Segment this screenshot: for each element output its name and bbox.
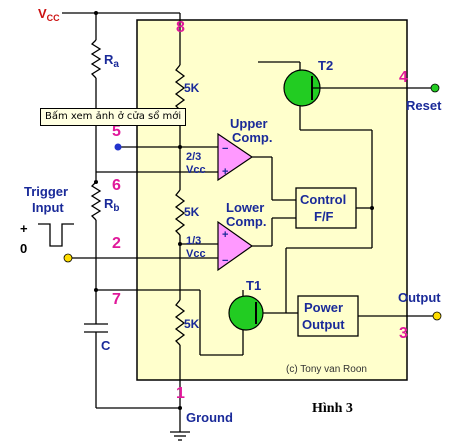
pin-2-label: 2 <box>112 235 121 252</box>
lower-comp-label-1: Lower <box>226 200 264 215</box>
upper-comp-label-1: Upper <box>230 116 268 131</box>
pin-4-label: 4 <box>399 69 408 86</box>
divider-r3-label: 5K <box>184 317 200 331</box>
upper-ref-label-1: 2/3 <box>186 151 201 163</box>
power-output-label-2: Output <box>302 317 345 332</box>
trigger-zero: 0 <box>20 241 27 256</box>
control-label-1: Control <box>300 192 346 207</box>
pin2-terminal <box>63 253 73 263</box>
open-image-tooltip[interactable]: Bấm xem ảnh ở cửa sổ mới <box>40 108 187 126</box>
svg-text:+: + <box>222 229 228 241</box>
t1-label: T1 <box>246 278 261 293</box>
power-output-label-1: Power <box>304 300 343 315</box>
pin-6-label: 6 <box>112 177 121 194</box>
pin-8-label: 8 <box>176 19 185 36</box>
output-terminal <box>432 311 442 321</box>
control-label-2: F/F <box>314 209 334 224</box>
ra-label: Ra <box>104 52 119 70</box>
trigger-label-1: Trigger <box>24 184 68 199</box>
vcc-label: VCC <box>38 6 60 23</box>
trigger-pulse-icon <box>38 223 74 247</box>
t1-transistor <box>228 295 264 331</box>
svg-text:−: − <box>222 255 228 267</box>
trigger-plus: + <box>20 221 28 236</box>
lower-comp-label-2: Comp. <box>226 214 266 229</box>
trigger-label-2: Input <box>32 200 64 215</box>
reset-label: Reset <box>406 98 442 113</box>
ground-label: Ground <box>186 410 233 425</box>
rb-label: Rb <box>104 196 120 214</box>
pin-7-label: 7 <box>112 291 121 308</box>
divider-r2-label: 5K <box>184 205 200 219</box>
upper-comp-label-2: Comp. <box>232 130 272 145</box>
svg-text:+: + <box>222 166 228 178</box>
t2-label: T2 <box>318 58 333 73</box>
pin-1-label: 1 <box>176 385 185 402</box>
upper-comparator <box>217 132 254 182</box>
copyright-label: (c) Tony van Roon <box>286 364 367 375</box>
pin-3-label: 3 <box>399 325 408 342</box>
divider-r1 <box>174 64 186 111</box>
figure-caption: Hình 3 <box>312 401 353 416</box>
divider-node-1 <box>178 145 182 149</box>
lower-ref-label-2: Vcc <box>186 248 206 260</box>
pin-5-label: 5 <box>112 123 121 140</box>
upper-ref-label-2: Vcc <box>186 164 206 176</box>
divider-r3 <box>174 299 186 346</box>
resistor-rb <box>90 181 102 221</box>
divider-r2 <box>174 189 186 236</box>
pin5-terminal <box>114 143 122 151</box>
power-output-box <box>297 295 359 337</box>
lower-ref-label-1: 1/3 <box>186 235 201 247</box>
output-label: Output <box>398 290 441 305</box>
svg-text:−: − <box>222 143 228 155</box>
divider-r1-label: 5K <box>184 81 200 95</box>
resistor-ra <box>90 39 102 79</box>
reset-terminal <box>430 83 440 93</box>
lower-comparator <box>217 220 254 272</box>
capacitor-label: C <box>101 338 111 353</box>
gnd-junction <box>178 406 182 410</box>
